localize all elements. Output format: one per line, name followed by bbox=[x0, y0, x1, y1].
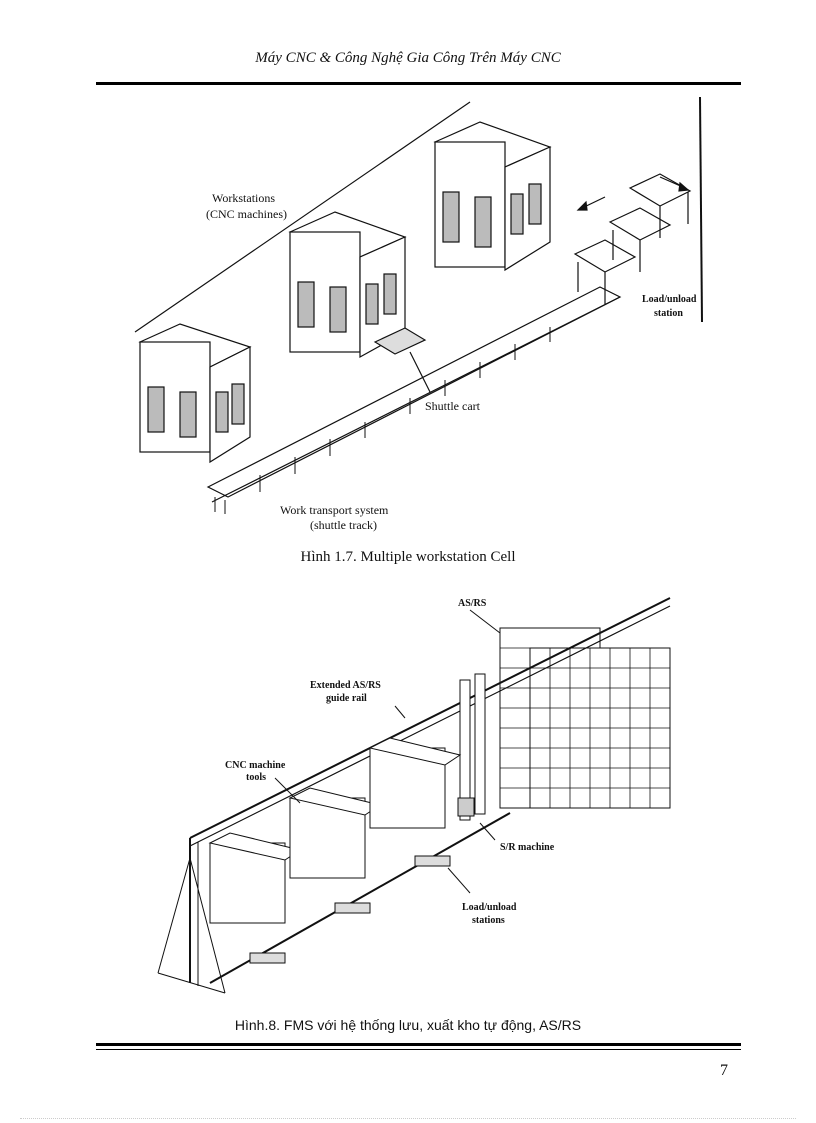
label-cnc-machines: (CNC machines) bbox=[206, 207, 287, 221]
footer-rule-thin bbox=[96, 1049, 741, 1050]
label-load-unload: Load/unload bbox=[642, 294, 697, 305]
page-number: 7 bbox=[720, 1062, 728, 1079]
label-shuttle-cart: Shuttle cart bbox=[425, 399, 481, 413]
figure2-caption: Hình.8. FMS với hệ thống lưu, xuất kho t… bbox=[234, 1017, 582, 1033]
figure-fms-asrs: AS/RS Extended AS/RS guide rail CNC mach… bbox=[150, 588, 680, 1013]
footer-rule-thick bbox=[96, 1043, 741, 1046]
label-cnc-machine: CNC machine bbox=[225, 760, 286, 771]
label-station: station bbox=[654, 308, 683, 319]
label-workstations: Workstations bbox=[212, 191, 275, 205]
label-load-unload-stations: Load/unload bbox=[462, 902, 517, 913]
label-extended-asrs: Extended AS/RS bbox=[310, 680, 381, 691]
workstation-cell-diagram: Workstations (CNC machines) Load/unload … bbox=[134, 96, 703, 532]
label-tools: tools bbox=[246, 772, 266, 783]
label-sr-machine: S/R machine bbox=[500, 842, 555, 853]
bottom-dotted-line bbox=[20, 1118, 796, 1119]
page-header: Máy CNC & Công Nghệ Gia Công Trên Máy CN… bbox=[255, 50, 561, 66]
figure1-caption: Hình 1.7. Multiple workstation Cell bbox=[300, 549, 516, 565]
label-asrs: AS/RS bbox=[458, 598, 487, 609]
label-work-transport-system: Work transport system bbox=[280, 503, 389, 517]
fms-asrs-diagram: AS/RS Extended AS/RS guide rail CNC mach… bbox=[157, 597, 671, 994]
label-stations: stations bbox=[472, 915, 505, 926]
label-guide-rail: guide rail bbox=[326, 693, 367, 704]
label-shuttle-track: (shuttle track) bbox=[310, 518, 377, 532]
figure-multiple-workstation-cell: Workstations (CNC machines) Load/unload … bbox=[120, 92, 720, 537]
header-rule bbox=[96, 82, 741, 85]
